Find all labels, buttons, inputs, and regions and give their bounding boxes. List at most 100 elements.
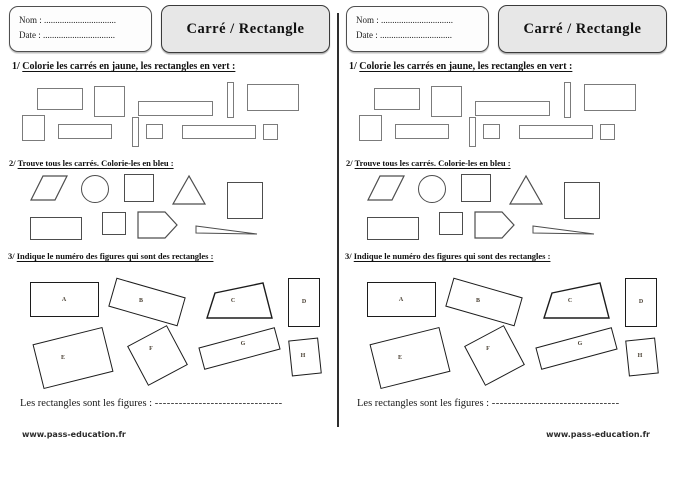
figure-circle	[418, 175, 446, 203]
exercise1-heading: 1/ Colorie les carrés en jaune, les rect…	[12, 61, 235, 72]
figure-label-d: D	[301, 299, 307, 305]
figure-rectangle	[395, 124, 449, 139]
figure-label-h: H	[300, 353, 306, 359]
figure-label-f: F	[149, 346, 153, 352]
figure-square	[146, 124, 163, 139]
figure-rectangle	[182, 125, 256, 139]
figure-square	[564, 182, 600, 219]
figure-rectangle	[374, 88, 420, 110]
figure-square	[439, 212, 463, 235]
page-title: Carré / Rectangle	[523, 20, 642, 37]
exercise1-text: Colorie les carrés en jaune, les rectang…	[22, 61, 236, 72]
answer-line: Les rectangles sont les figures : ------…	[20, 398, 283, 409]
exercise1-text: Colorie les carrés en jaune, les rectang…	[359, 61, 573, 72]
figure-square	[263, 124, 278, 140]
figure-parallelogram	[30, 175, 68, 201]
figure-label-b: B	[475, 298, 481, 304]
answer-blank: --------------------------------	[491, 398, 620, 409]
figure-a-rectangle	[30, 282, 99, 317]
figure-rectangle	[475, 101, 550, 116]
name-line: Nom : ................................	[19, 15, 117, 25]
figure-thin-triangle	[532, 225, 595, 235]
exercise3-text: Indique le numéro des figures qui sont d…	[16, 251, 214, 261]
worksheet-panel-left: Nom : ................................ D…	[0, 0, 339, 480]
figure-a-rectangle	[367, 282, 436, 317]
figure-label-c: C	[230, 298, 236, 304]
figure-f-square	[127, 325, 188, 386]
figure-d-rectangle	[625, 278, 657, 327]
exercise2-number: 2/	[9, 158, 16, 168]
figure-label-g: G	[577, 341, 583, 347]
title-box: Carré / Rectangle	[161, 5, 330, 53]
figure-rectangle	[519, 125, 593, 139]
figure-pentagon	[137, 211, 178, 239]
figure-rectangle	[469, 117, 476, 147]
figure-circle	[81, 175, 109, 203]
figure-square	[102, 212, 126, 235]
figure-label-g: G	[240, 341, 246, 347]
name-line: Nom : ................................	[356, 15, 454, 25]
exercise3-number: 3/	[8, 251, 15, 261]
figure-rectangle	[132, 117, 139, 147]
exercise2-number: 2/	[346, 158, 353, 168]
figure-label-b: B	[138, 298, 144, 304]
figure-g-rectangle	[198, 327, 281, 370]
figure-rectangle	[584, 84, 636, 111]
exercise3-heading: 3/ Indique le numéro des figures qui son…	[8, 251, 213, 261]
figure-c-trapezoid	[543, 282, 610, 319]
figure-label-a: A	[61, 297, 67, 303]
figure-label-a: A	[398, 297, 404, 303]
figure-square	[431, 86, 462, 117]
website-url: www.pass-education.fr	[546, 430, 650, 439]
figure-square	[483, 124, 500, 139]
name-date-box: Nom : ................................ D…	[346, 6, 489, 52]
exercise3-number: 3/	[345, 251, 352, 261]
figure-b-rectangle	[108, 277, 186, 327]
figure-square	[94, 86, 125, 117]
figure-rectangle	[367, 217, 419, 240]
figure-label-e: E	[397, 355, 403, 361]
figure-label-h: H	[637, 353, 643, 359]
website-url: www.pass-education.fr	[22, 430, 126, 439]
figure-square	[22, 115, 45, 141]
figure-square	[227, 182, 263, 219]
figure-rectangle	[58, 124, 112, 139]
figure-c-trapezoid	[206, 282, 273, 319]
figure-triangle	[508, 174, 544, 205]
answer-text: Les rectangles sont les figures :	[357, 398, 490, 409]
answer-blank: --------------------------------	[154, 398, 283, 409]
figure-d-rectangle	[288, 278, 320, 327]
answer-line: Les rectangles sont les figures : ------…	[357, 398, 620, 409]
page-title: Carré / Rectangle	[186, 20, 305, 37]
figure-thin-triangle	[195, 225, 258, 235]
figure-b-rectangle	[445, 277, 523, 327]
figure-f-square	[464, 325, 525, 386]
figure-square	[124, 174, 154, 202]
exercise2-heading: 2/ Trouve tous les carrés. Colorie-les e…	[346, 158, 511, 168]
figure-rectangle	[30, 217, 82, 240]
figure-pentagon	[474, 211, 515, 239]
figure-triangle	[171, 174, 207, 205]
date-line: Date : ................................	[356, 30, 452, 40]
figure-square	[461, 174, 491, 202]
figure-label-c: C	[567, 298, 573, 304]
exercise2-text: Trouve tous les carrés. Colorie-les en b…	[17, 158, 174, 168]
figure-rectangle	[564, 82, 571, 118]
answer-text: Les rectangles sont les figures :	[20, 398, 153, 409]
worksheet-panel-right: Nom : ................................ D…	[337, 0, 676, 480]
date-line: Date : ................................	[19, 30, 115, 40]
figure-label-f: F	[486, 346, 490, 352]
exercise2-heading: 2/ Trouve tous les carrés. Colorie-les e…	[9, 158, 174, 168]
figure-rectangle	[227, 82, 234, 118]
figure-square	[359, 115, 382, 141]
name-date-box: Nom : ................................ D…	[9, 6, 152, 52]
figure-label-d: D	[638, 299, 644, 305]
center-divider	[337, 13, 339, 427]
figure-e-rectangle	[32, 326, 114, 390]
figure-label-e: E	[60, 355, 66, 361]
figure-g-rectangle	[535, 327, 618, 370]
figure-rectangle	[37, 88, 83, 110]
exercise1-number: 1/	[349, 61, 357, 72]
exercise1-heading: 1/ Colorie les carrés en jaune, les rect…	[349, 61, 572, 72]
